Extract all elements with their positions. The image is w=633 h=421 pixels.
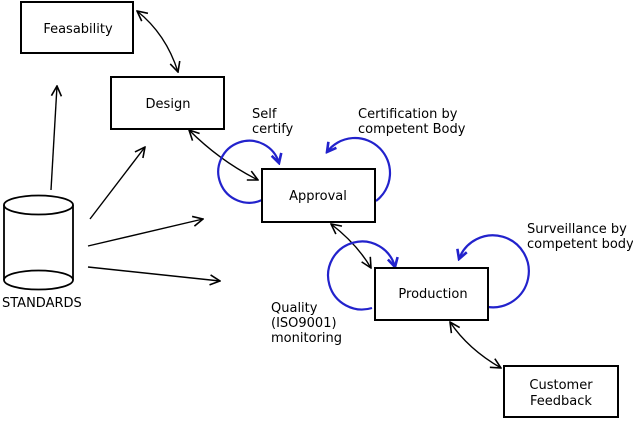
- production-label: Production: [398, 287, 467, 302]
- annotation-self-certify: Self certify: [252, 107, 294, 137]
- quality-line2: (ISO9001): [271, 316, 337, 331]
- production-box: [374, 267, 489, 321]
- loop-surveillance: [459, 234, 530, 309]
- feasability-box: [20, 1, 134, 54]
- loop-certification: [327, 136, 392, 202]
- node-design: Design: [110, 76, 225, 130]
- loop-self-certify: [217, 139, 279, 204]
- arrow-standards-to-production: [87, 266, 220, 281]
- arrow-approval-production: [331, 224, 371, 268]
- arrow-standards-to-design: [89, 147, 145, 220]
- node-approval: Approval: [261, 168, 376, 223]
- standards-cylinder-bottom: [3, 269, 74, 291]
- annotation-quality: Quality (ISO9001) monitoring: [271, 301, 342, 346]
- approval-label: Approval: [289, 189, 347, 204]
- certification-line1: Certification by: [358, 107, 458, 122]
- loop-quality-monitoring: [327, 240, 395, 311]
- design-box: [110, 76, 225, 130]
- quality-line3: monitoring: [271, 331, 342, 346]
- quality-line1: Quality: [271, 301, 318, 316]
- standards-cylinder-top: [3, 194, 74, 216]
- customer-feedback-label-line2: Feedback: [530, 394, 592, 409]
- node-standards: STANDARDS: [2, 194, 82, 311]
- design-label: Design: [146, 97, 191, 112]
- customer-feedback-box: [503, 365, 619, 418]
- approval-box: [261, 168, 376, 223]
- surveillance-line2: competent body: [527, 237, 633, 252]
- feasability-label: Feasability: [43, 22, 113, 37]
- node-customer-feedback: Customer Feedback: [503, 365, 619, 418]
- annotation-certification: Certification by competent Body: [358, 107, 466, 137]
- arrow-standards-to-feasability: [50, 86, 57, 191]
- self-certify-line2: certify: [252, 122, 294, 137]
- annotation-surveillance: Surveillance by competent body: [527, 222, 633, 252]
- customer-feedback-label-line1: Customer: [529, 378, 593, 393]
- arrow-production-customer-feedback: [450, 322, 501, 368]
- node-production: Production: [374, 267, 489, 321]
- certification-line2: competent Body: [358, 122, 466, 137]
- standards-cylinder-body: [3, 205, 74, 280]
- node-feasability: Feasability: [20, 1, 134, 54]
- surveillance-line1: Surveillance by: [527, 222, 627, 237]
- arrow-standards-to-approval: [87, 219, 203, 247]
- arrow-feasability-design: [137, 11, 178, 72]
- standards-label: STANDARDS: [2, 296, 82, 311]
- self-certify-line1: Self: [252, 107, 277, 122]
